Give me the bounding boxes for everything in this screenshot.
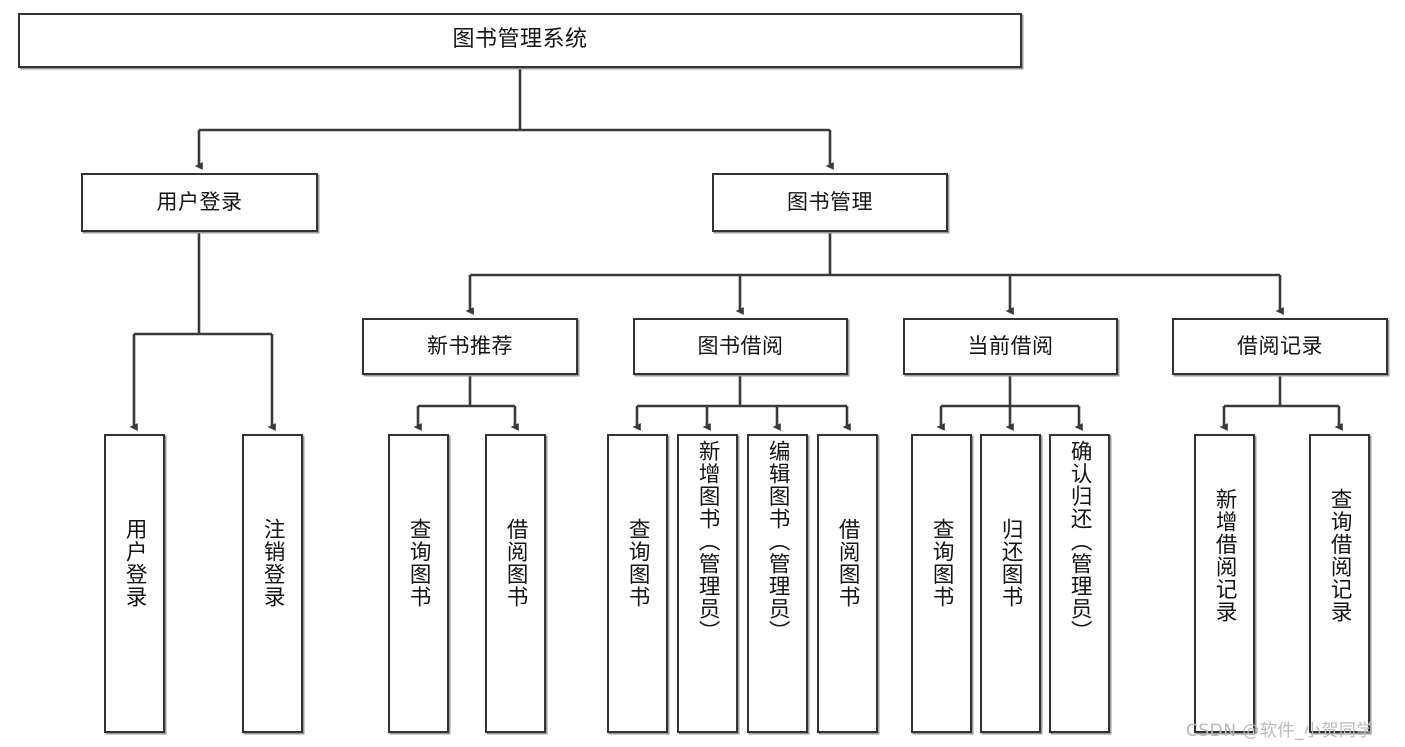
node-label: 确认归还（管理员） xyxy=(1067,440,1093,643)
leaf-logout[interactable]: 注销登录 xyxy=(242,434,303,733)
node-label: 新增图书（管理员） xyxy=(695,440,721,643)
node-label: 借阅图书 xyxy=(503,518,529,608)
leaf-add-borrow-record[interactable]: 新增借阅记录 xyxy=(1194,434,1255,733)
leaf-return-book[interactable]: 归还图书 xyxy=(980,434,1041,733)
leaf-confirm-return-admin[interactable]: 确认归还（管理员） xyxy=(1049,434,1110,733)
leaf-edit-book-admin[interactable]: 编辑图书（管理员） xyxy=(747,434,808,733)
node-book-borrow[interactable]: 图书借阅 xyxy=(633,318,848,375)
leaf-query-borrow-record[interactable]: 查询借阅记录 xyxy=(1309,434,1370,733)
leaf-borrow-book-recommend[interactable]: 借阅图书 xyxy=(485,434,546,733)
node-label: 借阅图书 xyxy=(835,518,861,608)
node-book-management[interactable]: 图书管理 xyxy=(712,173,948,232)
node-label: 图书管理 xyxy=(787,189,873,214)
node-label: 借阅记录 xyxy=(1237,333,1323,358)
node-label: 查询图书 xyxy=(625,518,651,608)
node-label: 编辑图书（管理员） xyxy=(765,440,791,643)
node-label: 用户登录 xyxy=(156,189,243,214)
node-current-borrow[interactable]: 当前借阅 xyxy=(903,318,1118,375)
node-label: 新增借阅记录 xyxy=(1212,488,1238,623)
node-label: 图书借阅 xyxy=(697,333,784,358)
leaf-borrow-book[interactable]: 借阅图书 xyxy=(817,434,878,733)
node-borrow-records[interactable]: 借阅记录 xyxy=(1172,318,1388,375)
leaf-query-book-recommend[interactable]: 查询图书 xyxy=(388,434,449,733)
node-label: 图书管理系统 xyxy=(452,27,588,53)
csdn-watermark: CSDN @软件_小贺同学 xyxy=(1186,721,1374,741)
leaf-user-login[interactable]: 用户登录 xyxy=(104,434,165,733)
leaf-query-book-current[interactable]: 查询图书 xyxy=(911,434,972,733)
node-new-book-recommend[interactable]: 新书推荐 xyxy=(362,318,578,375)
node-label: 查询图书 xyxy=(406,518,432,608)
node-label: 查询图书 xyxy=(929,518,955,608)
node-label: 用户登录 xyxy=(122,518,148,608)
node-root-system[interactable]: 图书管理系统 xyxy=(18,13,1022,68)
node-user-login[interactable]: 用户登录 xyxy=(81,173,318,232)
node-label: 新书推荐 xyxy=(427,333,513,358)
leaf-query-book-borrow[interactable]: 查询图书 xyxy=(607,434,668,733)
node-label: 当前借阅 xyxy=(967,333,1054,358)
leaf-add-book-admin[interactable]: 新增图书（管理员） xyxy=(677,434,738,733)
node-label: 查询借阅记录 xyxy=(1327,488,1353,623)
node-label: 归还图书 xyxy=(998,518,1024,608)
node-label: 注销登录 xyxy=(260,518,286,608)
